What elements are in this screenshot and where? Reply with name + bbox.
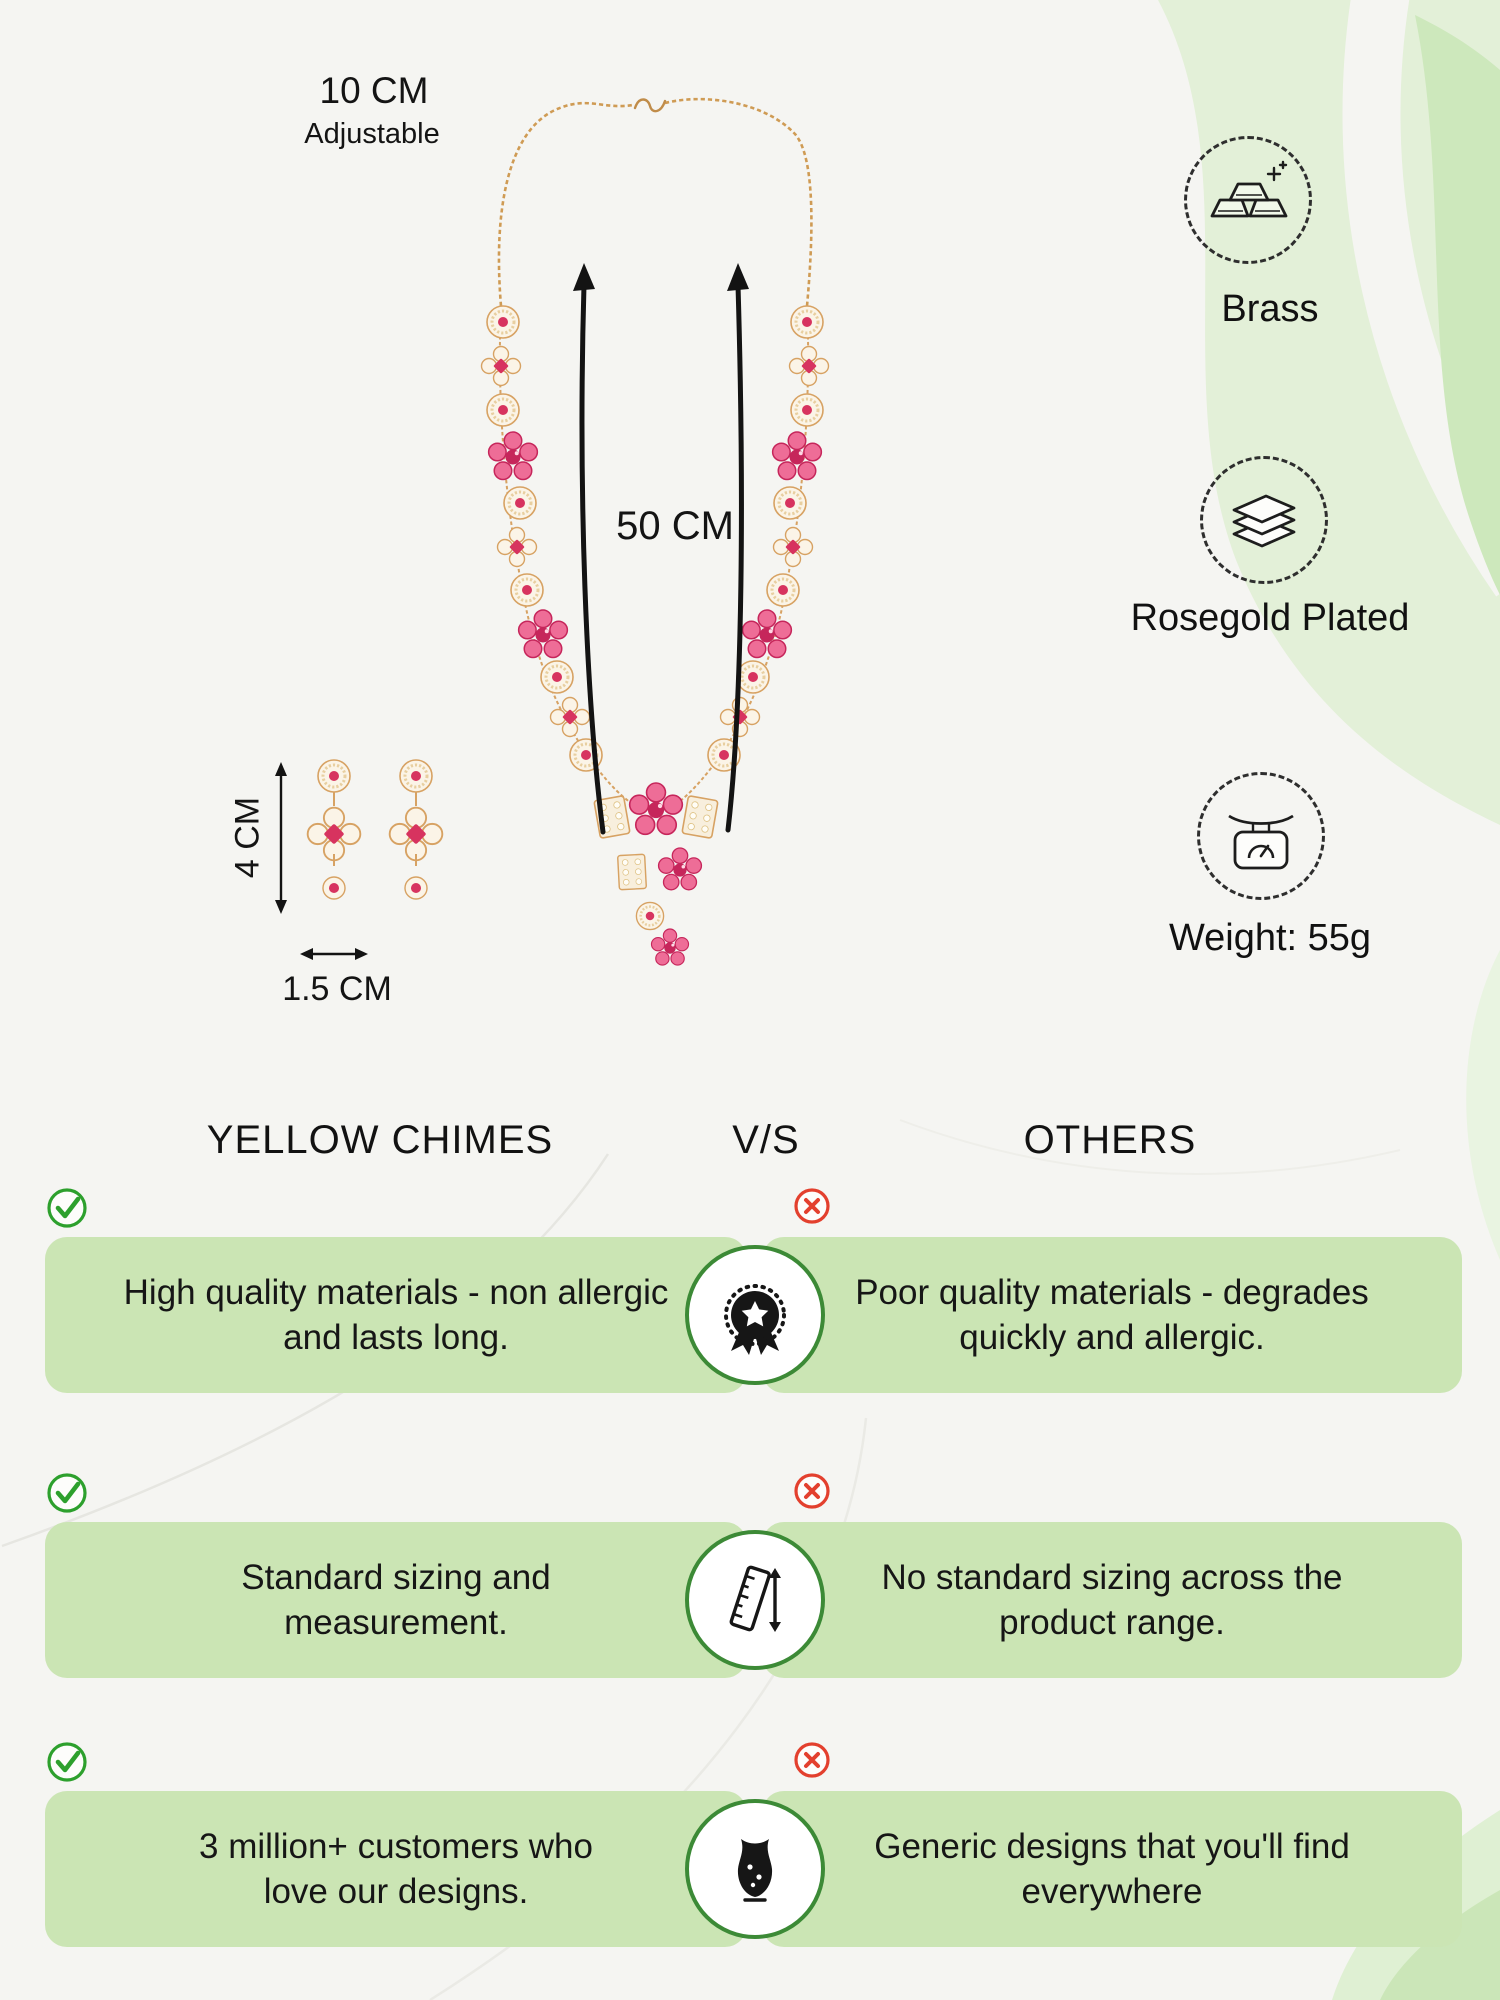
comparison-others-header: OTHERS [1023, 1118, 1197, 1162]
extender-chain [497, 97, 813, 307]
others-point-panel: Generic designs that you'll find everywh… [762, 1791, 1462, 1947]
cross-icon [792, 1186, 832, 1226]
necklace-pendant [593, 782, 719, 966]
measuring-ruler-icon [685, 1530, 825, 1670]
feature-label-weight: Weight: 55g [1168, 917, 1372, 959]
check-icon [45, 1186, 89, 1230]
earring-height-label: 4 CM [228, 796, 267, 879]
clasp-hook [633, 98, 667, 113]
necklace-illustration [275, 97, 830, 966]
cross-icon [792, 1471, 832, 1511]
others-point-panel: No standard sizing across the product ra… [762, 1522, 1462, 1678]
earring-width-label: 1.5 CM [282, 970, 392, 1008]
extender-note-label: Adjustable [304, 118, 440, 150]
cross-icon [792, 1740, 832, 1780]
award-badge-icon [685, 1245, 825, 1385]
check-icon [45, 1740, 89, 1784]
check-icon [45, 1471, 89, 1515]
extender-length-label: 10 CM [319, 70, 429, 111]
brand-point-text: Standard sizing and measurement. [241, 1557, 551, 1643]
others-point-text: Poor quality materials - degrades quickl… [855, 1272, 1369, 1358]
stacked-layers-icon [1232, 494, 1296, 548]
others-point-text: Generic designs that you'll find everywh… [874, 1826, 1350, 1912]
gold-bars-icon [1210, 160, 1288, 218]
weighing-scale-icon [1228, 814, 1294, 870]
comparison-row-designs: 3 million+ customers who love our design… [45, 1740, 1465, 1954]
brand-point-panel: 3 million+ customers who love our design… [45, 1791, 747, 1947]
brand-point-text: 3 million+ customers who love our design… [199, 1826, 593, 1912]
feature-label-material: Brass [1221, 288, 1319, 330]
feature-circle-material [1184, 136, 1312, 264]
brand-point-panel: Standard sizing and measurement. [45, 1522, 747, 1678]
feature-circle-plating [1200, 456, 1328, 584]
others-point-panel: Poor quality materials - degrades quickl… [762, 1237, 1462, 1393]
comparison-row-quality: High quality materials - non allergic an… [45, 1186, 1465, 1400]
jewellery-design-icon [685, 1799, 825, 1939]
feature-circle-weight [1197, 772, 1325, 900]
necklace-length-label: 50 CM [616, 504, 734, 548]
necklace-strands [498, 305, 810, 811]
length-arrows [573, 263, 749, 835]
brand-point-panel: High quality materials - non allergic an… [45, 1237, 747, 1393]
comparison-row-sizing: Standard sizing and measurement. No stan… [45, 1471, 1465, 1685]
comparison-versus-label: V/S [732, 1118, 800, 1162]
brand-point-text: High quality materials - non allergic an… [123, 1272, 669, 1358]
comparison-brand-header: YELLOW CHIMES [206, 1118, 554, 1162]
feature-label-plating: Rosegold Plated [1130, 597, 1410, 639]
earring-height-arrow [275, 762, 287, 914]
earrings-illustration [308, 760, 443, 899]
others-point-text: No standard sizing across the product ra… [881, 1557, 1343, 1643]
earring-width-arrow [300, 948, 368, 960]
